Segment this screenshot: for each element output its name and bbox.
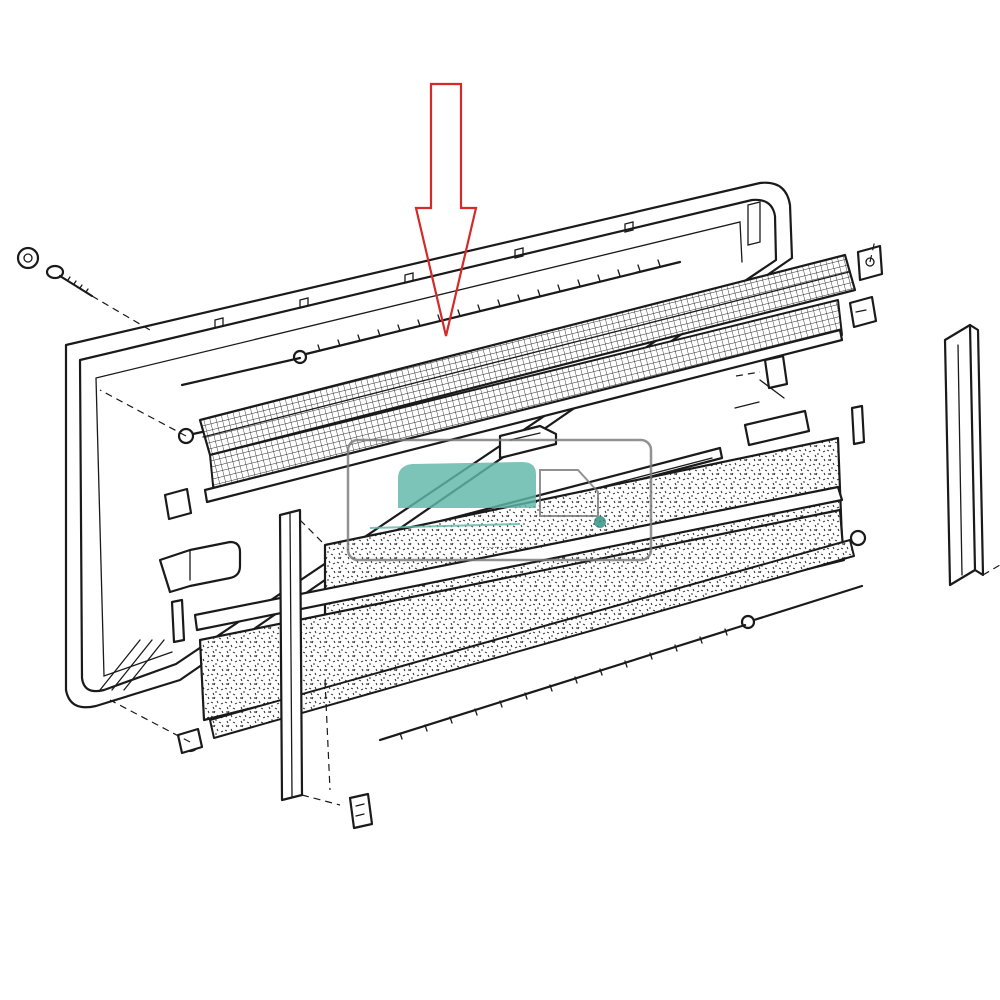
small-clip-left [163, 487, 193, 521]
blind-roller [176, 529, 867, 755]
small-clip-left-lower [170, 598, 186, 644]
spring-rod-lower [378, 584, 864, 742]
vertical-guide-rail [278, 508, 341, 806]
small-clip-right [848, 295, 878, 329]
window-frame-inner [78, 198, 778, 693]
screw-leader-line [91, 295, 151, 331]
insect-screen-end-cap-right [856, 244, 884, 282]
handle-center [498, 424, 558, 460]
spring-rod-upper [180, 259, 682, 387]
insect-screen-roller [198, 253, 857, 457]
handle-right [734, 354, 811, 447]
window-frame-glass-edge [95, 221, 743, 677]
watermark-text: ........ .... ... . .. [480, 541, 543, 551]
frame-top-clips [214, 201, 761, 329]
handle-left [158, 540, 242, 594]
bottom-clip [348, 792, 374, 830]
frame-corner-hatching [99, 639, 165, 691]
insect-screen-end-cap-left [177, 427, 204, 445]
watermark-logo: ........ .... ... . .. [346, 438, 653, 562]
assembly-lines [99, 239, 876, 791]
pointer-arrow [414, 82, 478, 337]
small-clip-right-lower [850, 404, 866, 446]
insect-screen-rail [203, 299, 844, 504]
fixing-screw [45, 264, 94, 298]
fixing-nut [16, 246, 40, 270]
side-guide-profile [943, 323, 1000, 587]
blind-bottom-rail [193, 485, 844, 632]
